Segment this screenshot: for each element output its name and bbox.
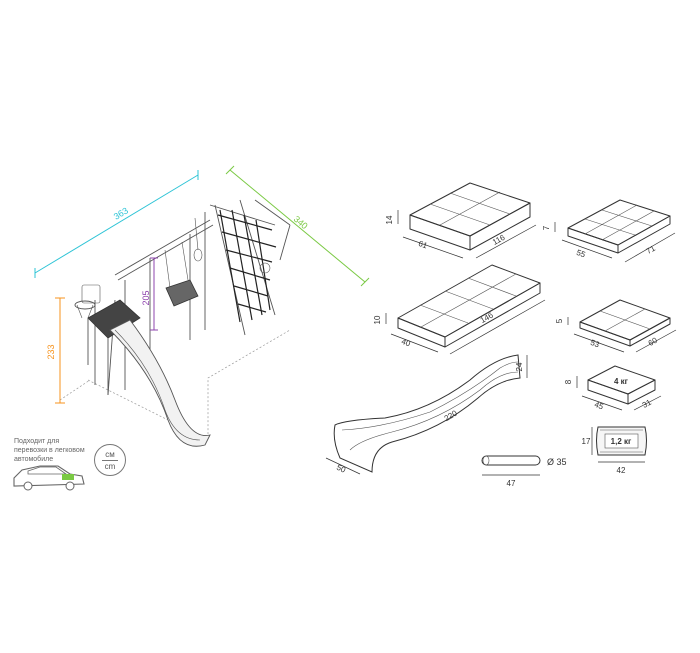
units-badge: см cm bbox=[94, 444, 126, 476]
car-transport-note: Подходит для перевозки в легковом автомо… bbox=[14, 438, 85, 463]
climbing-net bbox=[209, 199, 291, 336]
bag-weight: 1,2 кг bbox=[611, 437, 632, 446]
package-box-5: 4 кг 8 45 31 bbox=[564, 365, 662, 412]
basketball-hoop bbox=[74, 284, 101, 385]
box5-width: 45 bbox=[593, 400, 605, 412]
box5-height: 8 bbox=[564, 379, 573, 384]
car-icon bbox=[13, 465, 85, 491]
bag-width: 42 bbox=[617, 466, 626, 475]
package-box-3: 10 40 146 bbox=[373, 264, 546, 355]
playset-illustration bbox=[59, 199, 291, 447]
tube-diameter: Ø 35 bbox=[547, 457, 567, 467]
package-slide: 24 220 50 bbox=[325, 354, 528, 475]
bag-height: 17 bbox=[582, 437, 591, 446]
package-tube: 47 Ø 35 bbox=[481, 455, 567, 488]
package-bag: 1,2 кг 17 42 bbox=[582, 426, 647, 475]
unit-top: см bbox=[105, 449, 115, 459]
box5-length: 31 bbox=[641, 397, 654, 409]
package-box-4: 5 53 60 bbox=[555, 299, 677, 353]
dim-length-label: 363 bbox=[112, 205, 130, 221]
dim-height-swing-label: 205 bbox=[141, 290, 151, 305]
box1-width: 61 bbox=[417, 239, 429, 251]
package-box-1: 14 61 116 bbox=[385, 182, 537, 259]
slide-width: 50 bbox=[335, 463, 347, 475]
box1-height: 14 bbox=[385, 215, 394, 224]
gym-rings bbox=[193, 217, 203, 262]
tube-length: 47 bbox=[507, 479, 516, 488]
box4-height: 5 bbox=[555, 318, 564, 323]
box2-height: 7 bbox=[542, 225, 551, 230]
box4-length: 60 bbox=[647, 335, 660, 347]
dimension-height-swing: 205 bbox=[141, 257, 158, 331]
box2-length: 71 bbox=[645, 243, 658, 256]
dimension-length: 363 bbox=[34, 170, 199, 278]
box1-length: 116 bbox=[491, 233, 507, 247]
swing-seat bbox=[164, 241, 199, 307]
box5-weight: 4 кг bbox=[614, 377, 629, 386]
dim-depth-label: 340 bbox=[292, 214, 310, 231]
box2-width: 55 bbox=[575, 248, 587, 260]
slide-height: 24 bbox=[515, 362, 524, 371]
platform-slide bbox=[87, 299, 211, 447]
unit-divider bbox=[102, 459, 118, 461]
dim-height-total-label: 233 bbox=[46, 344, 56, 359]
unit-bottom: cm bbox=[104, 461, 116, 471]
box3-width: 40 bbox=[400, 337, 412, 349]
box4-width: 53 bbox=[589, 338, 601, 350]
package-box-2: 7 55 71 bbox=[542, 199, 676, 263]
box3-height: 10 bbox=[373, 315, 382, 324]
box3-length: 146 bbox=[479, 310, 496, 325]
dimension-height-total: 233 bbox=[46, 297, 65, 404]
